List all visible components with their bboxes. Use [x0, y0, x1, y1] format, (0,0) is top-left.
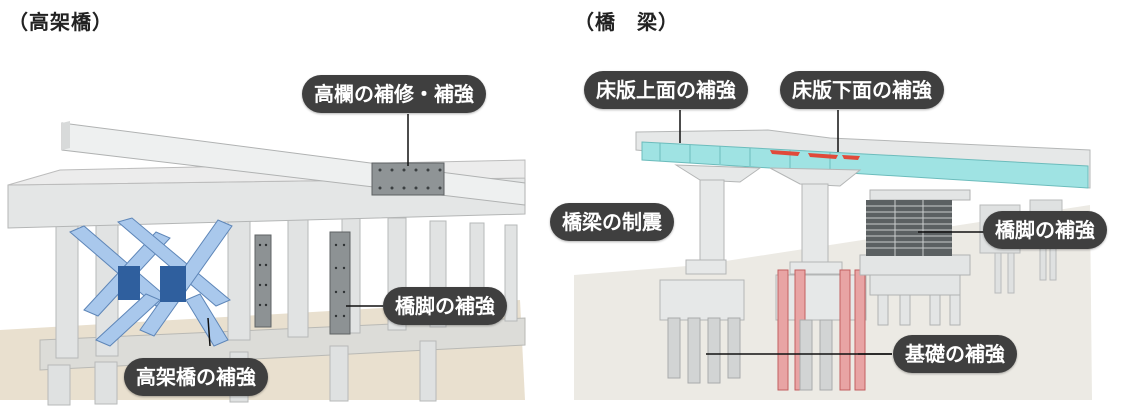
- brace-joints: [118, 266, 186, 302]
- viaduct-lower-piers: [47, 340, 437, 406]
- label-seismic-control: 橋梁の制震: [550, 203, 674, 241]
- label-slab-top: 床版上面の補強: [584, 71, 748, 109]
- slab-bottom-reinforcement: [770, 150, 860, 160]
- label-slab-bottom: 床版下面の補強: [780, 71, 944, 109]
- pier-steel-jacket: [254, 231, 351, 335]
- bridge-pier-1: [659, 164, 762, 321]
- label-bridge-pier: 橋脚の補強: [983, 211, 1107, 249]
- pier-1-piles: [667, 317, 741, 384]
- pier-jacket-bolts: [258, 243, 346, 318]
- viaduct-railing-end: [62, 121, 70, 150]
- railing-bolts: [378, 168, 442, 190]
- viaduct-footing-beam: [39, 317, 526, 371]
- label-railing-repair: 高欄の補修・補強: [302, 75, 486, 113]
- bridge-pier-3: [859, 189, 971, 326]
- label-viaduct-reinforcement: 高架橋の補強: [124, 358, 268, 396]
- bridge-pier-2: [769, 167, 867, 321]
- bridge-deck-slab: [641, 141, 1089, 189]
- left-panel-title: （高架橋）: [8, 10, 113, 34]
- label-viaduct-pier: 橋脚の補強: [383, 287, 507, 325]
- right-panel-title: （橋 梁）: [574, 10, 679, 34]
- label-foundation: 基礎の補強: [893, 335, 1017, 373]
- pier-2-piles: [799, 319, 833, 391]
- seismic-damper: [866, 200, 952, 256]
- leader-viaduct-brace: [207, 317, 211, 347]
